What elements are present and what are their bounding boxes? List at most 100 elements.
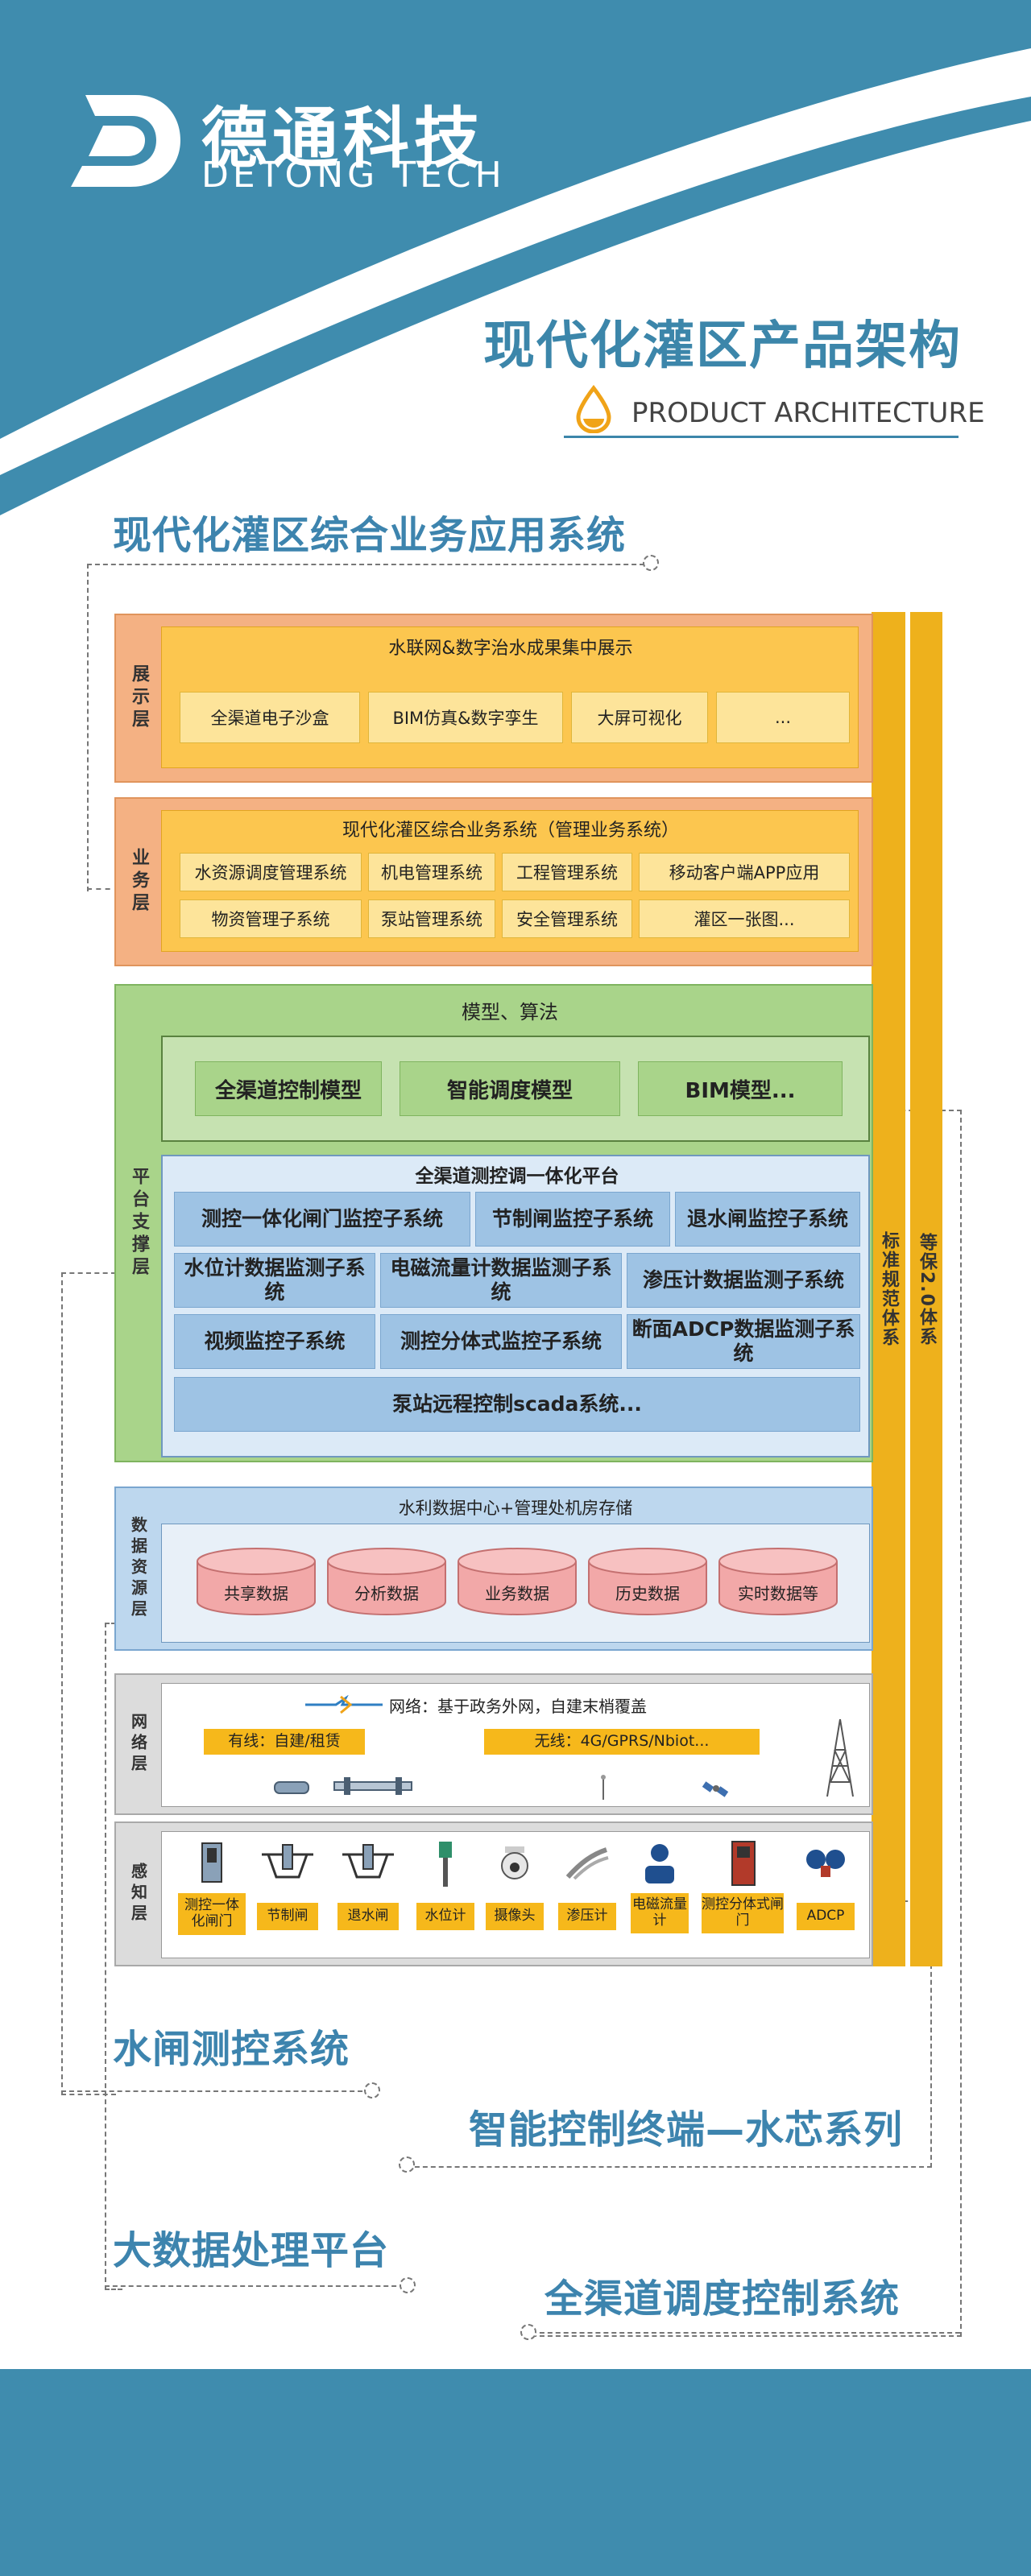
database-icon: 历史数据 [587, 1547, 708, 1616]
device-label: 测控一体化闸门 [178, 1893, 246, 1935]
device-adcp: ADCP [795, 1837, 856, 1954]
platform-item: 渗压计数据监测子系统 [627, 1253, 860, 1308]
business-item: 灌区一张图... [639, 899, 850, 938]
platform-item: 断面ADCP数据监测子系统 [627, 1314, 860, 1369]
device-label: 测控分体式闸门 [702, 1893, 784, 1933]
platform-layer-label: 平台支撑层 [129, 1167, 149, 1280]
model-item: 智能调度模型 [400, 1061, 620, 1116]
data-layer-label: 数据资源层 [128, 1516, 148, 1621]
model-item: BIM模型... [638, 1061, 843, 1116]
platform-item: 水位计数据监测子系统 [174, 1253, 375, 1308]
device-label: 节制闸 [257, 1903, 318, 1930]
cable-icon [333, 1777, 412, 1795]
platform-header: 全渠道测控调一体化平台 [415, 1166, 619, 1187]
business-item: 机电管理系统 [368, 853, 495, 891]
platform-item: 节制闸监控子系统 [475, 1192, 670, 1247]
device-label: ADCP [797, 1903, 855, 1930]
display-item: 大屏可视化 [571, 692, 708, 743]
connector-app-end [87, 888, 119, 890]
logo-text-cn: 德通科技 [201, 101, 486, 177]
sluice-icon [262, 1844, 313, 1879]
business-item: 移动客户端APP应用 [639, 853, 850, 891]
platform-item: 测控一体化闸门监控子系统 [174, 1192, 470, 1247]
page-subtitle: PRODUCT ARCHITECTURE [631, 397, 985, 429]
device-gate-split: 测控分体式闸门 [702, 1837, 784, 1954]
platform-item-scada: 泵站远程控制scada系统... [174, 1377, 860, 1432]
subtitle-underline [564, 436, 959, 438]
device-flowmeter: 电磁流量计 [629, 1837, 690, 1954]
section-canal-control: 全渠道调度控制系统 [544, 2276, 901, 2322]
business-item: 安全管理系统 [502, 899, 632, 938]
device-camera: 摄像头 [484, 1837, 545, 1954]
device-label: 退水闸 [337, 1903, 399, 1930]
device-label: 渗压计 [558, 1903, 616, 1930]
platform-layer: 平台支撑层 模型、算法 全渠道控制模型 智能调度模型 BIM模型... 全渠道测… [114, 984, 873, 1462]
data-header: 水利数据中心+管理处机房存储 [398, 1499, 633, 1518]
platform-panel: 全渠道测控调一体化平台 测控一体化闸门监控子系统 节制闸监控子系统 退水闸监控子… [161, 1155, 870, 1458]
sensing-layer-label: 感知层 [128, 1863, 148, 1925]
database-label: 共享数据 [224, 1583, 288, 1603]
device-piezometer: 渗压计 [557, 1837, 618, 1954]
display-layer: 展示层 水联网&数字治水成果集中展示 全渠道电子沙盒 BIM仿真&数字孪生 大屏… [114, 614, 873, 783]
connector-ring-app [643, 555, 659, 571]
piezometer-icon [565, 1847, 609, 1880]
database-icon: 共享数据 [196, 1547, 317, 1616]
business-layer: 业务层 现代化灌区综合业务系统（管理业务系统） 水资源调度管理系统 机电管理系统… [114, 797, 873, 966]
lightning-icon [305, 1695, 383, 1714]
flowmeter-icon [645, 1844, 674, 1883]
connector-ring-bigdata [400, 2277, 416, 2293]
database-label: 业务数据 [485, 1583, 549, 1603]
business-item: 工程管理系统 [502, 853, 632, 891]
adcp-icon [806, 1850, 845, 1877]
business-panel: 现代化灌区综合业务系统（管理业务系统） 水资源调度管理系统 机电管理系统 工程管… [161, 810, 859, 952]
section-terminal: 智能控制终端—水芯系列 [469, 2107, 904, 2152]
sensing-panel: 测控一体化闸门 节制闸 退水闸 水位计 摄像头 渗压计 电磁流量计 测控分体式 [161, 1831, 870, 1958]
satellite-icon [702, 1781, 729, 1797]
data-layer: 数据资源层 水利数据中心+管理处机房存储 共享数据 分析数据 业务数据 历史数据… [114, 1486, 873, 1651]
level-meter-icon [439, 1842, 452, 1887]
device-label: 电磁流量计 [631, 1893, 689, 1933]
device-water-level: 水位计 [416, 1837, 474, 1954]
section-bigdata: 大数据处理平台 [113, 2228, 390, 2273]
platform-item: 视频监控子系统 [174, 1314, 375, 1369]
business-item: 泵站管理系统 [368, 899, 495, 938]
display-item: BIM仿真&数字孪生 [368, 692, 563, 743]
gate-icon [731, 1841, 756, 1886]
wireless-tag: 无线：4G/GPRS/Nbiot... [484, 1729, 760, 1755]
network-panel: 网络：基于政务外网，自建末梢覆盖 有线：自建/租赁 无线：4G/GPRS/Nbi… [161, 1683, 870, 1807]
display-item: ... [716, 692, 850, 743]
sensing-layer: 感知层 测控一体化闸门 节制闸 退水闸 水位计 摄像头 渗压计 电磁流量计 [114, 1821, 873, 1966]
database-icon: 实时数据等 [718, 1547, 838, 1616]
business-header: 现代化灌区综合业务系统（管理业务系统） [342, 821, 679, 841]
network-layer: 网络层 网络：基于政务外网，自建末梢覆盖 有线：自建/租赁 无线：4G/GPRS… [114, 1673, 873, 1815]
security-bar: 等保2.0体系 [910, 612, 942, 1966]
display-header: 水联网&数字治水成果集中展示 [388, 639, 633, 659]
gate-icon [201, 1842, 222, 1883]
device-label: 摄像头 [486, 1903, 544, 1930]
device-control-gate: 节制闸 [255, 1837, 320, 1954]
device-label: 水位计 [416, 1903, 474, 1930]
camera-icon [501, 1846, 528, 1879]
model-panel: 全渠道控制模型 智能调度模型 BIM模型... [161, 1036, 870, 1142]
display-item: 全渠道电子沙盒 [180, 692, 360, 743]
page-title: 现代化灌区产品架构 [483, 316, 962, 376]
sluice-icon [342, 1844, 394, 1879]
business-item: 水资源调度管理系统 [180, 853, 362, 891]
database-label: 历史数据 [615, 1583, 680, 1603]
logo-mark-icon [71, 95, 180, 187]
display-panel: 水联网&数字治水成果集中展示 全渠道电子沙盒 BIM仿真&数字孪生 大屏可视化 … [161, 626, 859, 768]
header-background [0, 0, 1031, 515]
device-gate-integrated: 测控一体化闸门 [178, 1837, 246, 1954]
drop-icon [576, 385, 611, 433]
display-layer-label: 展示层 [129, 664, 149, 732]
device-drain-gate: 退水闸 [336, 1837, 400, 1954]
tower-icon [826, 1718, 854, 1797]
connector-gate-bottom [61, 2090, 371, 2092]
data-panel: 共享数据 分析数据 业务数据 历史数据 实时数据等 [161, 1524, 870, 1643]
connector-bigdata [105, 1623, 122, 2290]
connector-ring-gate [364, 2082, 380, 2098]
database-icon: 分析数据 [326, 1547, 447, 1616]
connector-canal-bottom [532, 2332, 960, 2334]
wired-tag: 有线：自建/租赁 [204, 1729, 365, 1755]
section-gate-system: 水闸测控系统 [113, 2027, 350, 2072]
